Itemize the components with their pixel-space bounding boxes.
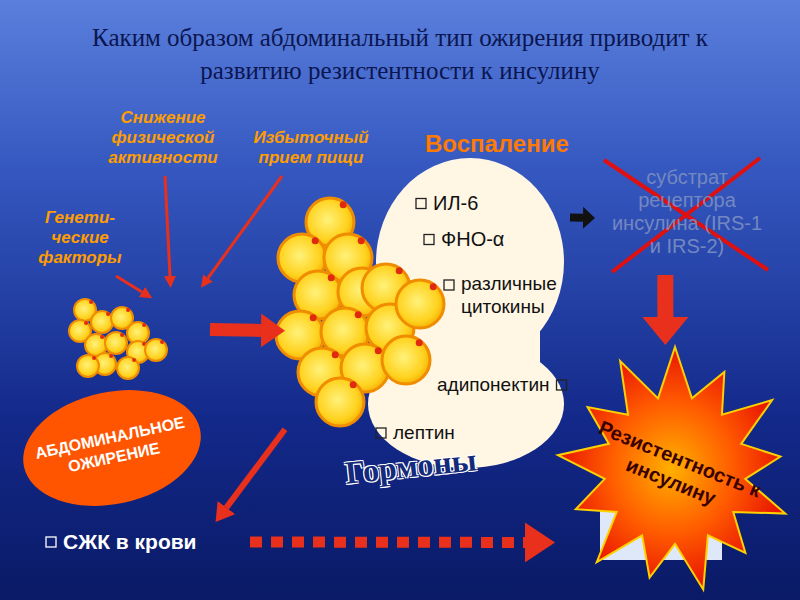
flow-arrow (226, 429, 285, 507)
flow-arrow (210, 323, 261, 337)
factor-arrows (116, 176, 282, 292)
factor-item: различные цитокины (461, 273, 561, 319)
bullet-square (46, 537, 56, 547)
fat-cell (382, 336, 430, 384)
factor-item: ФНО-α (441, 228, 504, 251)
flow-arrow (657, 275, 673, 317)
bullet-square (424, 235, 434, 245)
obesity-ellipse: АБДОМИНАЛЬНОЕ ОЖИРЕНИЕ (20, 290, 210, 510)
cause-label: Генети- ческие факторы (34, 208, 126, 268)
bullet-square (416, 199, 426, 209)
node-text: СЖК в крови (63, 530, 197, 554)
fat-cell (145, 339, 167, 361)
bullet-square (557, 380, 567, 390)
cross-out (604, 158, 768, 272)
factor-item: адипонектин (437, 374, 550, 396)
group-footer: Гормоны (343, 441, 478, 492)
fat-cell (396, 280, 444, 328)
fat-cell (105, 332, 127, 354)
bullet-square (376, 428, 386, 438)
big-fat-cells (276, 198, 444, 426)
fat-cell (91, 311, 113, 333)
inflammation-blob (368, 158, 564, 468)
ffa-box: СЖК в крови (35, 522, 250, 562)
ellipse-shape (20, 290, 210, 510)
factor-item: ИЛ-6 (433, 192, 478, 215)
group-heading: Воспаление (425, 130, 569, 158)
slide-title: Каким образом абдоминальный тип ожирения… (70, 22, 730, 87)
cause-label: Избыточный прием пищи (236, 128, 386, 168)
node-text: субстрат рецептора инсулина (IRS-1 и IRS… (607, 166, 767, 258)
factor-item: лептин (393, 422, 455, 444)
fat-cell (77, 355, 99, 377)
cause-label: Снижение физической активности (102, 108, 224, 168)
small-fat-cells (69, 299, 167, 379)
bullet-square (444, 280, 454, 290)
flow-arrow (570, 214, 583, 222)
resistance-burst: Резистентность к инсулину (555, 345, 795, 595)
flow-arrow (250, 537, 525, 548)
inflammation-group: ВоспалениеИЛ-6ФНО-α различные цитокины ади… (285, 130, 570, 495)
fat-cell (316, 378, 364, 426)
fat-cell (117, 357, 139, 379)
irs-substrate: субстрат рецептора инсулина (IRS-1 и IRS… (595, 150, 780, 275)
